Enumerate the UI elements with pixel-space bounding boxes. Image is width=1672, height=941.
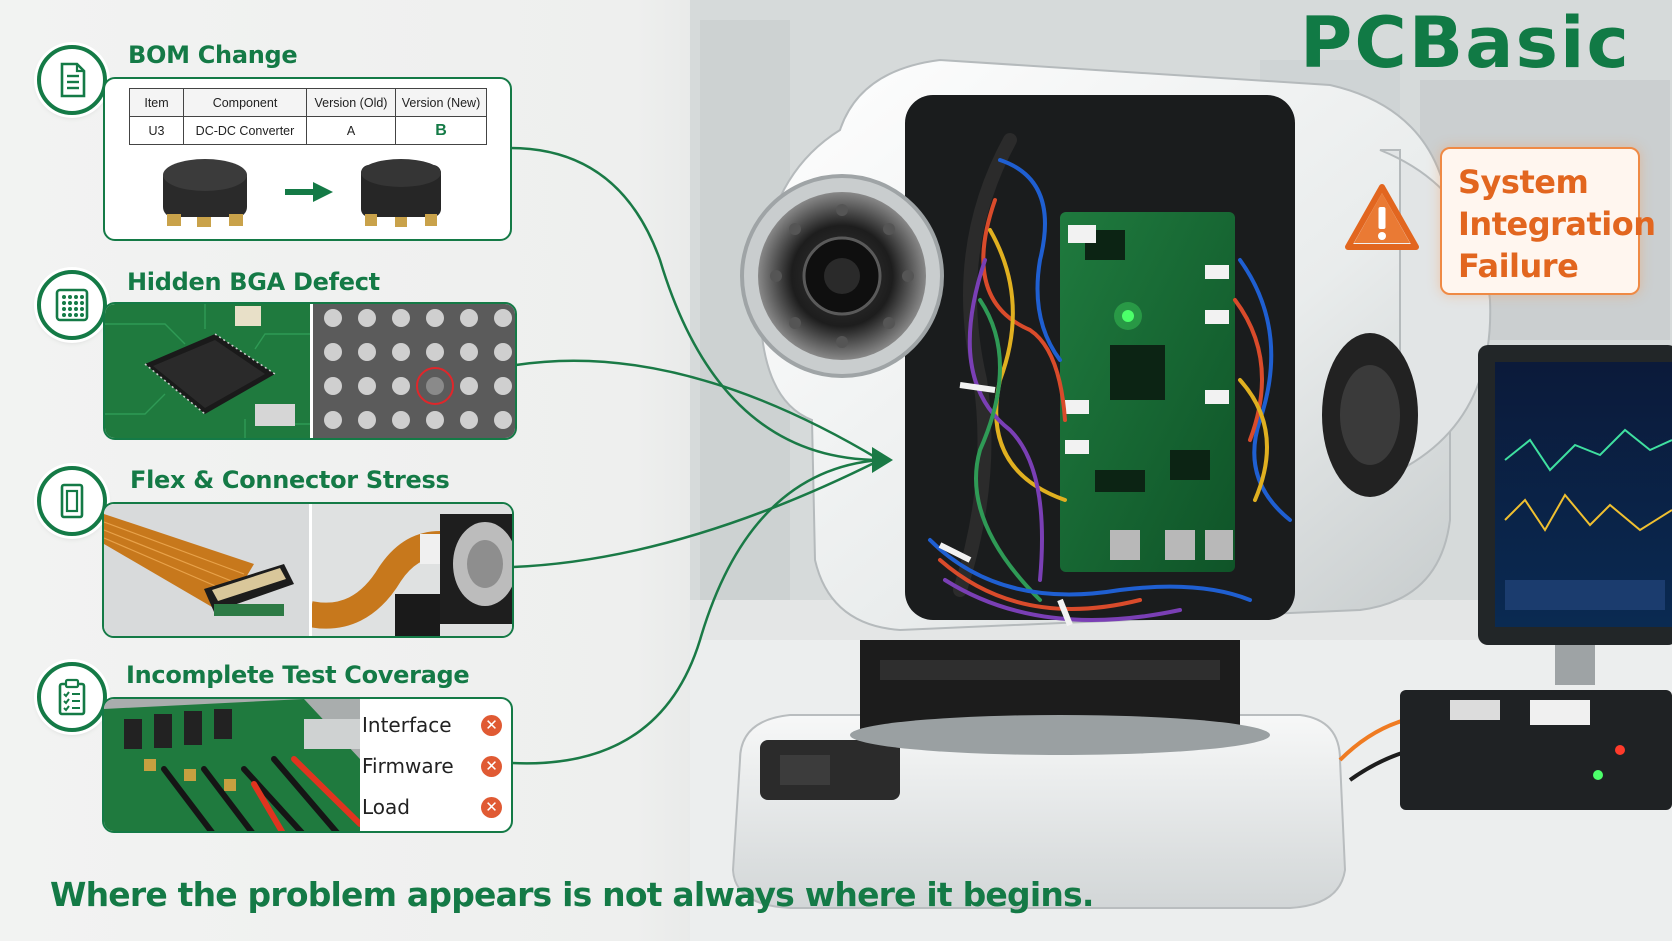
test-item-label: Load	[362, 795, 410, 819]
flex-connector-panel	[102, 502, 514, 638]
x-circle-icon: ✕	[481, 755, 502, 777]
connector-motor-photo	[310, 504, 512, 636]
component-swap-illustration	[163, 159, 441, 227]
test-coverage-panel: Interface ✕ Firmware ✕ Load ✕	[102, 697, 513, 833]
flex-cable-photo	[104, 504, 310, 636]
x-circle-icon: ✕	[481, 714, 502, 736]
test-item-load: Load ✕	[362, 790, 502, 824]
system-integration-failure-callout: System Integration Failure	[1440, 147, 1656, 295]
warning-triangle-icon	[1345, 184, 1419, 250]
bom-cell-version-old: A	[306, 116, 396, 145]
callout-line: Integration	[1458, 205, 1656, 243]
flex-connector-title: Flex & Connector Stress	[130, 466, 450, 494]
bga-defect-panel	[103, 302, 517, 440]
bga-grid-icon	[37, 270, 107, 340]
test-item-label: Interface	[362, 713, 452, 737]
bom-table: Item Component Version (Old) Version (Ne…	[129, 88, 487, 145]
test-item-firmware: Firmware ✕	[362, 749, 502, 783]
test-probes-photo	[104, 699, 360, 831]
test-item-label: Firmware	[362, 754, 454, 778]
callout-line: Failure	[1458, 247, 1579, 285]
test-coverage-title: Incomplete Test Coverage	[126, 661, 470, 689]
bom-cell-version-new: B	[395, 116, 487, 145]
bom-document-icon	[37, 45, 107, 115]
x-circle-icon: ✕	[481, 796, 502, 818]
pcb-chip-photo	[105, 304, 311, 438]
callout-line: System	[1458, 163, 1589, 201]
clipboard-checklist-icon	[37, 662, 107, 732]
footer-tagline: Where the problem appears is not always …	[50, 875, 1094, 914]
callout-text: System Integration Failure	[1458, 161, 1656, 287]
bom-change-title: BOM Change	[128, 41, 298, 69]
bom-change-panel: Item Component Version (Old) Version (Ne…	[103, 77, 512, 241]
bom-header-component: Component	[183, 88, 307, 117]
bom-header-item: Item	[129, 88, 184, 117]
bga-defect-title: Hidden BGA Defect	[127, 268, 380, 296]
bom-cell-component: DC-DC Converter	[183, 116, 307, 145]
flex-connector-icon	[37, 466, 107, 536]
bom-cell-item: U3	[129, 116, 184, 145]
bga-xray-photo	[311, 304, 515, 438]
test-item-interface: Interface ✕	[362, 708, 502, 742]
brand-logo: PCBasic	[1300, 2, 1631, 84]
